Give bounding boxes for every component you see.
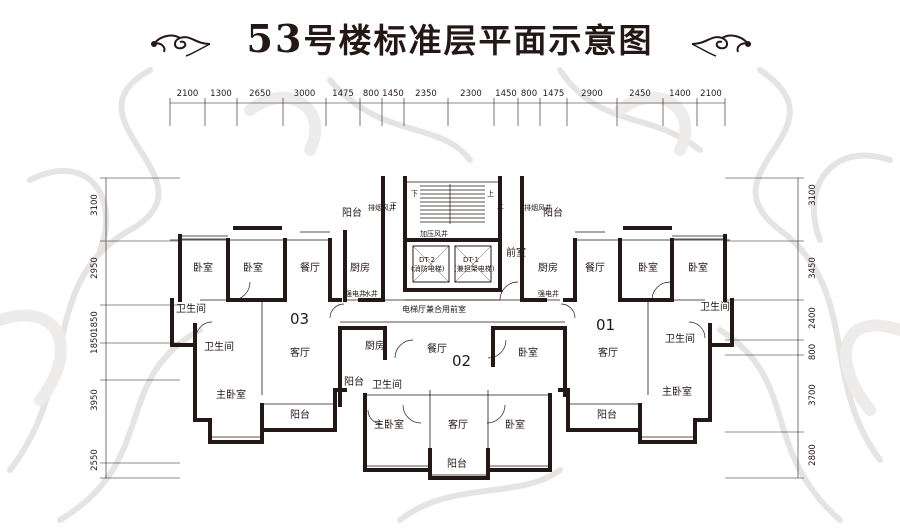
top-dimension-label: 2100 (700, 89, 722, 99)
room-label-unit01-bedroom-a: 卧室 (638, 261, 658, 274)
room-label-unit03-living: 客厅 (290, 346, 310, 359)
top-dimension-label: 800 (521, 89, 537, 99)
windows (180, 235, 725, 467)
right-dimension-label: 3450 (808, 257, 818, 279)
elevator-dt1-code: DT-1 (463, 256, 479, 264)
room-label-unit02-bedroom-b: 卧室 (505, 418, 525, 431)
title-flourish-left-icon (151, 34, 211, 57)
unit-number-02: 02 (452, 352, 471, 370)
pressurized-shaft-label: 加压风井 (420, 229, 448, 238)
stair-down-left: 下 (390, 202, 397, 210)
stair-down-center: 下 (411, 190, 418, 198)
water-shaft-label: 水井 (364, 289, 378, 298)
top-dimension-label: 3000 (294, 89, 316, 99)
elevator-dt1-name: (兼担架电梯) (454, 264, 495, 273)
thin-wall-lines (170, 181, 730, 476)
top-dimension-label: 1475 (543, 89, 565, 99)
right-dimension-label: 2400 (808, 307, 818, 329)
room-label-unit02-kitchen: 厨房 (365, 339, 385, 352)
smoke-shaft-left: 排烟风井 (368, 203, 396, 212)
right-dimensions: 3100 3450 2400 800 3700 2800 (725, 177, 818, 479)
elevator-lobby-label: 电梯厅兼合用前室 (402, 304, 466, 314)
room-label-unit02-bedroom-a: 卧室 (518, 346, 538, 359)
room-label-unit01-kitchen: 厨房 (538, 261, 558, 274)
stair-up-right: 上 (497, 201, 504, 210)
room-label-unit01-balcony-top: 阳台 (543, 206, 563, 219)
unit-number-03: 03 (290, 310, 309, 328)
door-swings (195, 281, 706, 425)
left-dimension-label: 3100 (90, 194, 100, 216)
room-label-unit03-balcony-top: 阳台 (342, 206, 362, 219)
top-dimension-label: 2650 (249, 89, 271, 99)
right-dimension-label: 3100 (808, 184, 818, 206)
top-dimension-label: 1475 (332, 89, 354, 99)
walls (170, 176, 734, 480)
room-label-unit01-bedroom-b: 卧室 (688, 261, 708, 274)
page-title: 53号楼标准层平面示意图 (210, 14, 690, 62)
unit-number-01: 01 (596, 316, 615, 334)
smoke-shaft-right: 排烟风井 (524, 203, 552, 212)
left-dimension-label: 2550 (90, 449, 100, 471)
top-dimension-label: 2450 (629, 89, 651, 99)
title-flourish-right-icon (691, 34, 751, 57)
room-labels: 卧室 卧室 餐厅 厨房 阳台 卫生间 卫生间 客厅 主卧室 阳台 阳台 前室 厨… (176, 206, 730, 470)
top-dimension-label: 1300 (210, 89, 232, 99)
room-label-unit02-master: 主卧室 (374, 418, 404, 431)
room-label-unit02-balcony-side: 阳台 (344, 375, 364, 388)
room-label-unit03-dining: 餐厅 (300, 261, 320, 274)
left-dimension-label: 1850 (90, 332, 100, 354)
room-label-unit03-balcony: 阳台 (290, 408, 310, 421)
room-label-unit02-dining: 餐厅 (427, 342, 447, 355)
room-label-unit03-bedroom-b: 卧室 (243, 261, 263, 274)
top-dimension-label: 2100 (177, 89, 199, 99)
top-dimension-label: 2350 (415, 89, 437, 99)
room-label-unit03-bathroom-b: 卫生间 (204, 340, 234, 353)
left-dimension-label: 2950 (90, 257, 100, 279)
top-dimension-label: 1450 (495, 89, 517, 99)
top-dimension-label: 2900 (581, 89, 603, 99)
stair-treads (420, 184, 485, 224)
room-label-unit03-bedroom-a: 卧室 (193, 261, 213, 274)
right-dimension-label: 800 (808, 344, 818, 360)
room-label-unit02-bathroom: 卫生间 (372, 378, 402, 391)
left-dimension-label: 3950 (90, 389, 100, 411)
elevator-dt2-name: (消防电梯) (411, 264, 445, 273)
room-label-unit01-living: 客厅 (598, 346, 618, 359)
building-number: 53 (246, 16, 304, 61)
title-bar: 53号楼标准层平面示意图 (0, 8, 900, 70)
core-labels: 下 上 下 上 加压风井 DT-2 (消防电梯) DT-1 (兼担架电梯) 强电… (345, 189, 559, 298)
room-label-unit01-master: 主卧室 (662, 385, 692, 398)
strong-current-shaft-left: 强电井 (345, 289, 366, 298)
unit-numbers: 03 02 01 (290, 310, 615, 370)
room-label-unit01-balcony: 阳台 (597, 408, 617, 421)
right-dimension-label: 3700 (808, 384, 818, 406)
room-label-unit03-kitchen: 厨房 (350, 261, 370, 274)
strong-current-shaft-right: 强电井 (538, 289, 559, 298)
top-dimension-label: 2300 (460, 89, 482, 99)
room-label-unit02-balcony: 阳台 (447, 457, 467, 470)
room-label-unit02-living: 客厅 (448, 418, 468, 431)
elevator-dt2-code: DT-2 (419, 256, 435, 264)
room-label-unit03-bathroom-a: 卫生间 (176, 302, 206, 315)
stair-up-center: 上 (487, 189, 494, 198)
room-label-unit01-dining: 餐厅 (585, 261, 605, 274)
elevator-shafts (412, 245, 492, 283)
room-label-front-room: 前室 (506, 246, 526, 259)
room-label-unit03-master: 主卧室 (216, 388, 246, 401)
left-dimension-label: 1850 (90, 311, 100, 333)
room-label-unit01-bathroom-a: 卫生间 (700, 300, 730, 313)
room-label-unit01-bathroom-b: 卫生间 (665, 332, 695, 345)
top-dimension-label: 1450 (382, 89, 404, 99)
title-text: 号楼标准层平面示意图 (303, 21, 654, 60)
top-dimension-label: 1400 (669, 89, 691, 99)
top-dimension-label: 800 (363, 89, 379, 99)
right-dimension-label: 2800 (808, 444, 818, 466)
